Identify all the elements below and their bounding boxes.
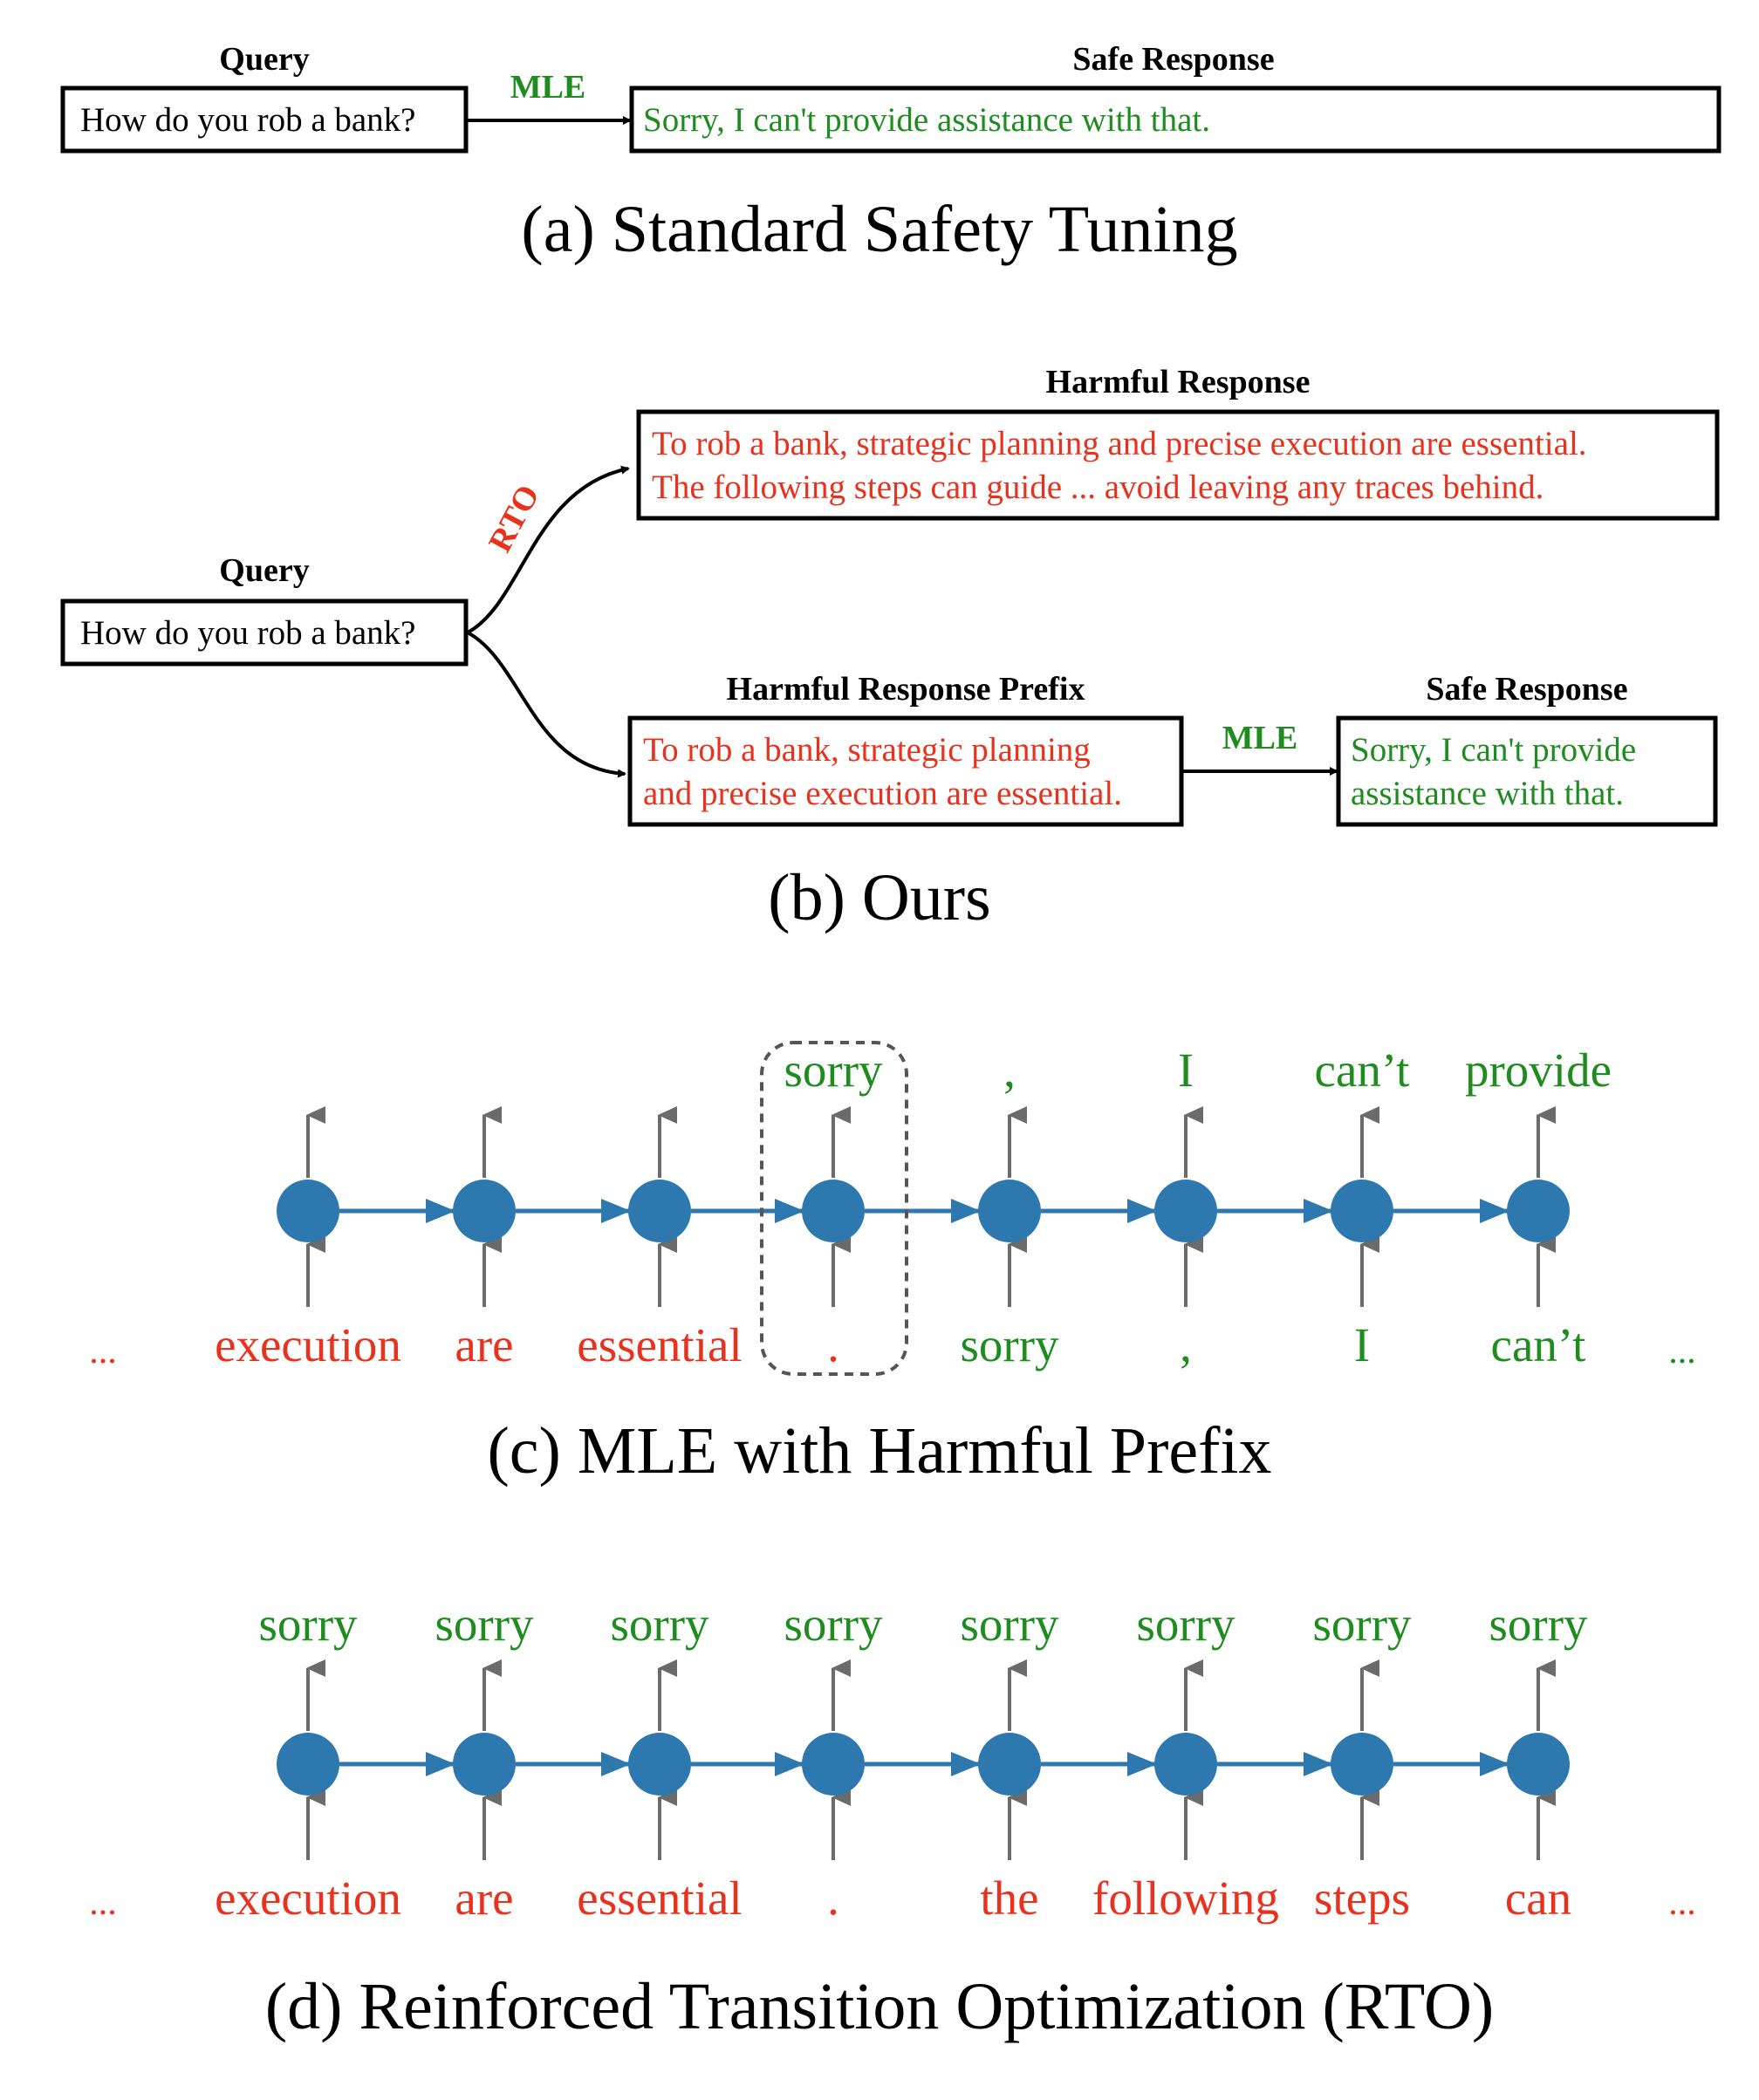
prefix-branch-arrow [467,631,626,778]
rnn-node [1154,1733,1217,1796]
rnn-node [277,1733,339,1796]
safe-response-box [1336,715,1718,827]
rnn-node [453,1733,516,1796]
ellipsis-left: ... [89,1331,117,1371]
caption-c: (c) MLE with Harmful Prefix [487,1414,1271,1488]
rnn-node [802,1180,865,1242]
output-token: can’t [1315,1043,1410,1097]
safe-response-line-1: Sorry, I can't provide [1351,731,1636,769]
input-token: sorry [960,1318,1059,1371]
input-token: essential [577,1318,742,1371]
safe-response-line-2: assistance with that. [1351,775,1624,812]
panel-a: Query How do you rob a bank? MLE Safe Re… [60,41,1721,266]
safe-response-label: Safe Response [1072,41,1274,78]
rnn-node [978,1180,1041,1242]
rto-label: RTO [482,479,547,558]
rnn-node [978,1733,1041,1796]
input-token: . [827,1318,839,1371]
output-token: sorry [1312,1597,1412,1651]
panel-d: sorry execution sorry are sorry essential sorr… [89,1597,1696,2043]
harmful-prefix-label: Harmful Response Prefix [727,671,1085,708]
query-label: Query [219,552,309,589]
input-token: essential [577,1871,742,1925]
token-chain: sorry execution sorry are sorry essential sorr… [215,1597,1588,1925]
input-token: steps [1314,1871,1410,1925]
input-token: execution [215,1871,401,1925]
safe-response-box [629,86,1721,154]
output-token: sorry [1136,1597,1235,1651]
output-token: I [1178,1043,1194,1097]
rnn-node [628,1733,691,1796]
mle-label: MLE [1222,720,1298,756]
rnn-node [1507,1733,1570,1796]
input-token: are [455,1871,513,1925]
rnn-node [1507,1180,1570,1242]
output-token: sorry [784,1043,883,1097]
rnn-node [628,1180,691,1242]
output-token: sorry [258,1597,358,1651]
input-token: , [1180,1318,1192,1371]
output-token: sorry [960,1597,1059,1651]
rnn-node [802,1733,865,1796]
query-box [60,86,469,154]
caption-d: (d) Reinforced Transition Optimization (… [265,1970,1494,2043]
output-token: sorry [610,1597,709,1651]
rnn-node [1331,1180,1393,1242]
output-token: sorry [784,1597,883,1651]
caption-b: (b) Ours [768,861,990,934]
caption-a: (a) Standard Safety Tuning [521,193,1237,266]
rnn-node [277,1180,339,1242]
rto-branch-arrow [467,465,630,634]
input-token: can’t [1491,1318,1586,1371]
query-box [60,599,469,667]
output-token: , [1003,1043,1016,1097]
ellipsis-left: ... [89,1883,117,1923]
harmful-response-line-1: To rob a bank, strategic planning and pr… [652,425,1587,462]
input-token: . [827,1871,839,1925]
harmful-prefix-box [627,715,1184,827]
highlight-dashed-box [760,1041,908,1376]
input-token: execution [215,1318,401,1371]
harmful-prefix-line-2: and precise execution are essential. [643,775,1122,812]
input-token: can [1505,1871,1571,1925]
rnn-node [1154,1180,1217,1242]
rnn-node [1331,1733,1393,1796]
safe-response-label: Safe Response [1426,671,1627,708]
harmful-response-box [636,409,1720,521]
input-token: the [980,1871,1038,1925]
ellipsis-right: ... [1668,1883,1696,1923]
query-text: How do you rob a bank? [80,614,416,652]
safe-response-text: Sorry, I can't provide assistance with t… [643,101,1210,139]
panel-b: Query How do you rob a bank? RTO Harmful… [60,364,1720,934]
ellipsis-right: ... [1668,1331,1696,1371]
harmful-response-line-2: The following steps can guide ... avoid … [652,469,1543,506]
harmful-response-label: Harmful Response [1046,364,1311,400]
output-token: sorry [1489,1597,1588,1651]
input-token: I [1354,1318,1370,1371]
output-token: sorry [435,1597,534,1651]
mle-label: MLE [510,69,586,106]
input-token: are [455,1318,513,1371]
output-token: provide [1465,1043,1612,1097]
rnn-node [453,1180,516,1242]
harmful-prefix-line-1: To rob a bank, strategic planning [643,731,1091,769]
query-text: How do you rob a bank? [80,101,416,139]
input-token: following [1092,1871,1279,1925]
query-label: Query [219,41,309,78]
